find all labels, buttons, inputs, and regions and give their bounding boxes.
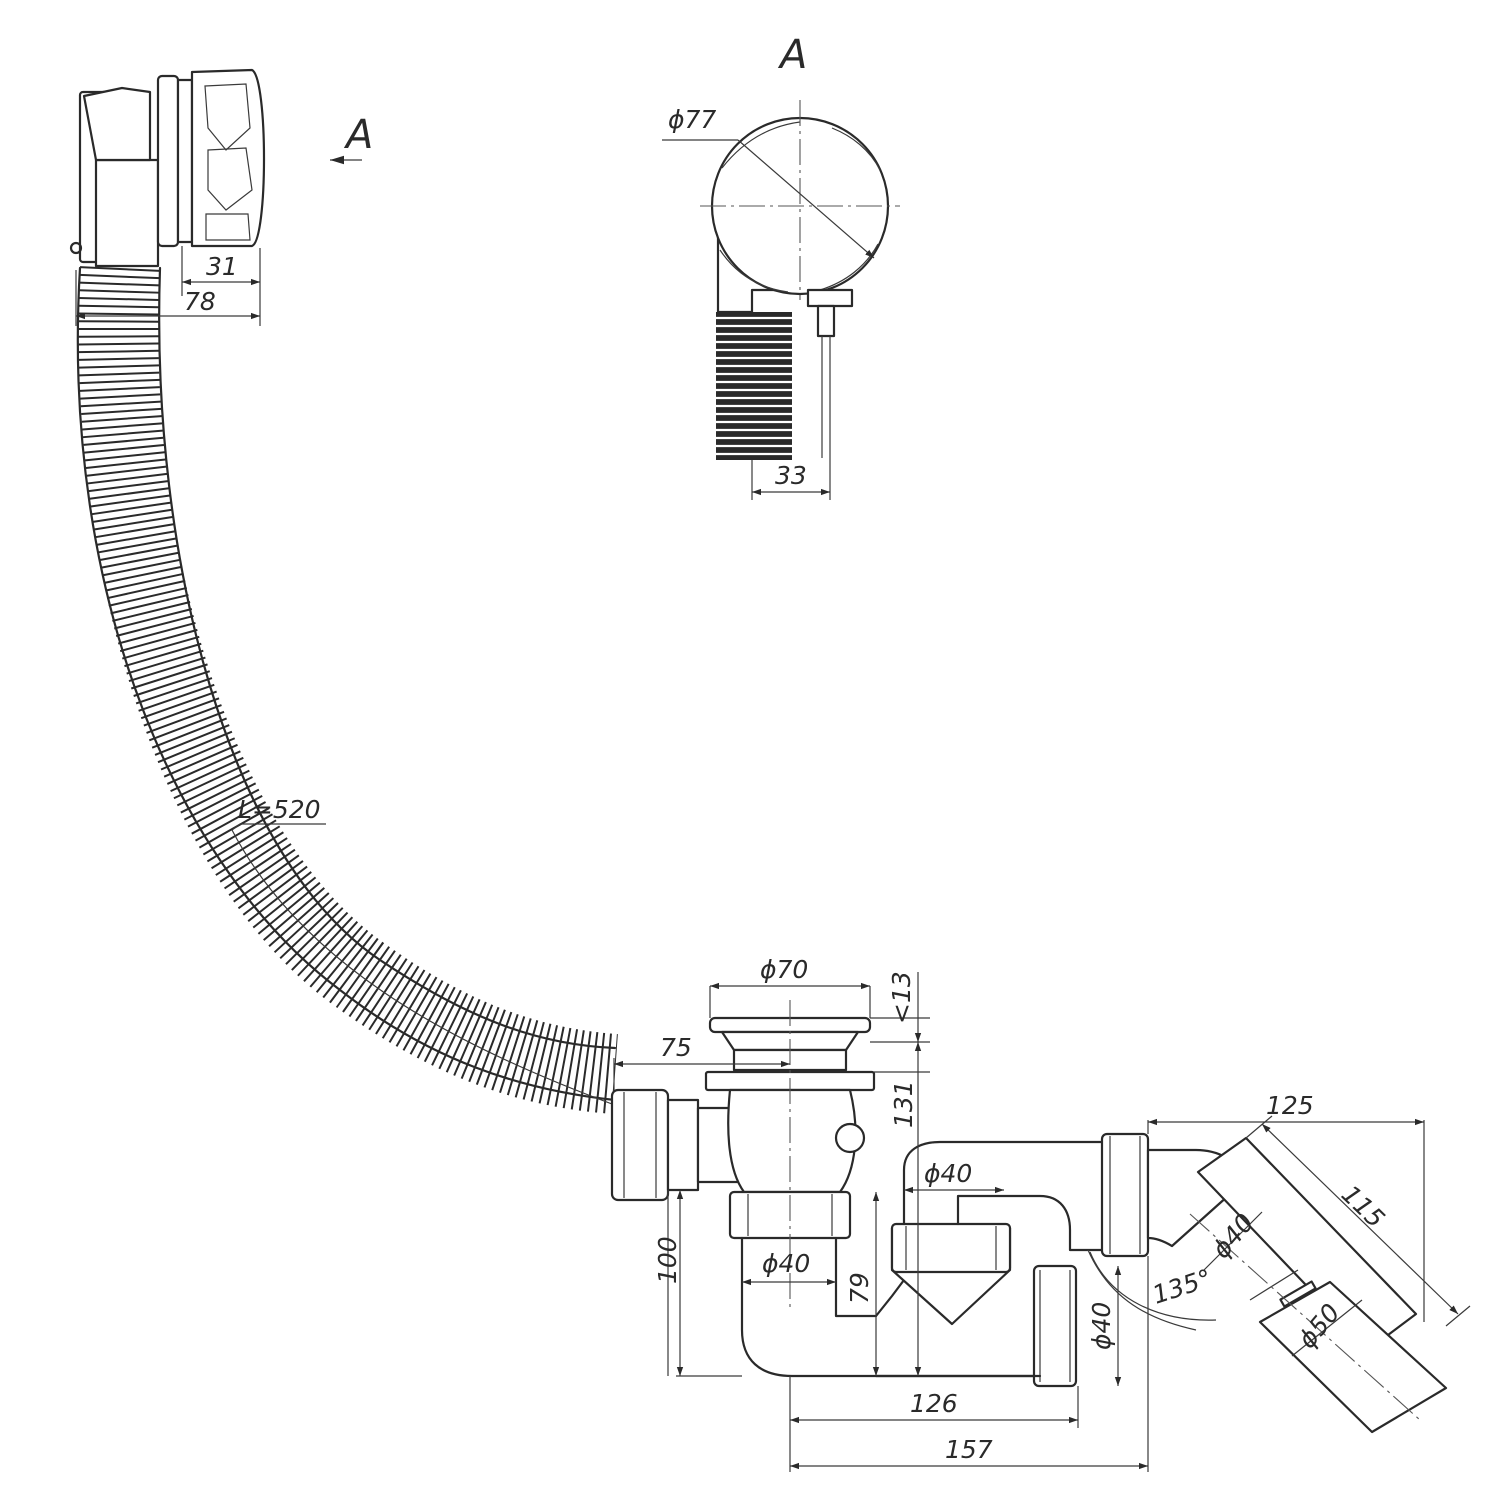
corrugated-hose bbox=[76, 266, 619, 1114]
dim-100: 100 bbox=[653, 1190, 742, 1377]
dim-hose-length: L=520 bbox=[238, 795, 321, 824]
dim-125-text: 125 bbox=[1266, 1091, 1314, 1120]
dim-d70: ϕ70 bbox=[760, 955, 808, 984]
dim-131-text: 131 bbox=[889, 1080, 918, 1128]
view-a-hose bbox=[716, 312, 792, 460]
dim-79: 79 bbox=[845, 1192, 880, 1376]
dim-33-text: 33 bbox=[775, 461, 807, 490]
dim-131: 131 bbox=[874, 1042, 930, 1376]
dim-126-text: 126 bbox=[910, 1389, 958, 1418]
u-trap bbox=[740, 1140, 1106, 1388]
dim-top-left: 31 78 bbox=[75, 246, 261, 326]
dim-126: 126 bbox=[789, 1376, 1079, 1472]
dim-phi40-a: ϕ40 bbox=[742, 1249, 836, 1286]
dim-33: 33 bbox=[751, 458, 831, 500]
dim-d40-a: ϕ40 bbox=[762, 1249, 810, 1278]
dim-78: 78 bbox=[184, 287, 216, 316]
dim-75: 75 bbox=[613, 1033, 790, 1090]
dim-phi40-c: ϕ40 bbox=[1087, 1266, 1122, 1386]
dim-31: 31 bbox=[206, 252, 238, 281]
overflow-head bbox=[69, 68, 266, 268]
section-arrow-label: A bbox=[343, 112, 373, 158]
dim-lt13-text: <13 bbox=[887, 971, 916, 1024]
dim-phi40-b: ϕ40 bbox=[904, 1159, 1004, 1194]
outlet-elbow bbox=[1087, 1132, 1448, 1434]
dim-157-text: 157 bbox=[945, 1435, 993, 1464]
dim-angle: 135° bbox=[1149, 1264, 1215, 1310]
dim-157: 157 bbox=[790, 1256, 1149, 1472]
hose-length-leader: L=520 bbox=[231, 795, 326, 831]
section-arrow: A bbox=[330, 112, 373, 165]
view-a-cap: ϕ77 bbox=[662, 100, 900, 458]
dim-d77: ϕ77 bbox=[668, 105, 716, 134]
drain-plug-body bbox=[704, 1000, 876, 1310]
dim-phi70: ϕ70 bbox=[709, 955, 871, 1018]
view-a-label: A bbox=[777, 32, 807, 78]
dim-115-text: 115 bbox=[1336, 1179, 1390, 1233]
dim-d40-c: ϕ40 bbox=[1087, 1302, 1116, 1350]
dim-75-text: 75 bbox=[660, 1033, 692, 1062]
dim-lt13: <13 bbox=[870, 971, 930, 1043]
dim-79-text: 79 bbox=[845, 1272, 874, 1304]
dim-100-text: 100 bbox=[653, 1236, 682, 1284]
dim-d40-b: ϕ40 bbox=[924, 1159, 972, 1188]
